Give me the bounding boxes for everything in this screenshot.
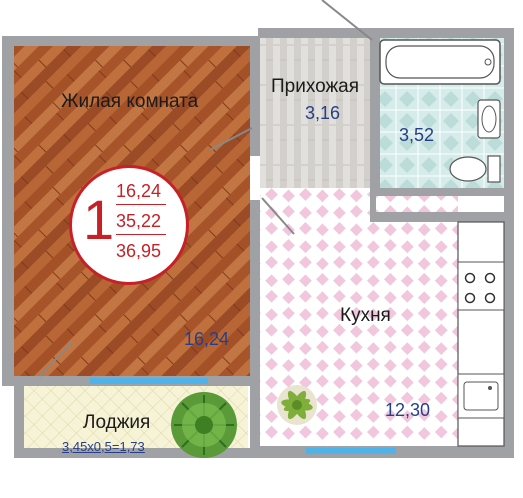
living-room-name: Жилая комната [61,91,199,112]
kitchen-area: 12,30 [385,400,431,420]
plant-loggia-icon [171,392,237,458]
bathtub-icon [379,39,501,85]
stove-icon [464,272,496,304]
window-kitchen [306,448,396,454]
kitchen-sink-icon [463,381,499,411]
plant-kitchen-icon [277,385,317,425]
window-living [90,378,208,384]
door-entrance [321,0,373,41]
hallway-floor [260,38,372,188]
total-with-loggia-value: 36,95 [116,241,162,261]
toilet-icon [449,155,501,183]
apartment-badge: 1 16,24 35,22 36,95 [69,165,189,285]
sink-icon [477,99,501,139]
door-kitchen [261,197,295,235]
loggia-name: Лоджия [83,412,151,433]
kitchen-counter [457,221,505,447]
living-area-value: 16,24 [116,181,162,201]
hallway-area: 3,16 [305,103,341,123]
kitchen-name: Кухня [340,305,391,326]
door-living [209,127,253,151]
living-room-area: 16,24 [184,329,230,349]
door-loggia [39,341,73,377]
total-area-value: 35,22 [116,211,162,231]
badge-divider [116,234,166,235]
loggia-area-calc: 3,45х0,5=1,73 [62,439,145,454]
bathroom-area: 3,52 [399,125,435,145]
rooms-count: 1 [83,188,115,251]
hallway-name: Прихожая [271,76,360,97]
badge-divider [116,204,166,205]
